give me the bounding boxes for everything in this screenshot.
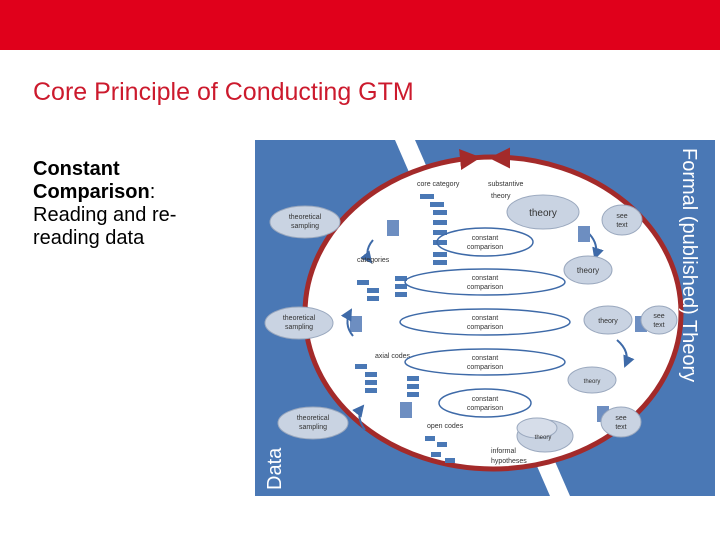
informal-hypotheses-label-1: informal [491,448,516,455]
body-description: Reading and re-reading data [33,204,176,249]
circle-arrow-left [455,158,475,160]
svg-text:sampling: sampling [291,223,319,230]
axial-codes-label: axial codes [375,353,411,360]
top-banner [0,0,720,50]
svg-text:comparison: comparison [467,324,503,331]
theory-cloud-1: theory [507,195,579,229]
svg-text:constant: constant [472,355,499,362]
body-text: Constant Comparison: Reading and re-read… [33,158,223,250]
svg-text:see: see [615,415,626,422]
slide-title: Core Principle of Conducting GTM [33,78,414,107]
substantive-theory-label-2: theory [491,193,511,200]
theoretical-sampling-cloud-3: theoretical sampling [278,407,348,439]
categories-label: categories [357,257,390,264]
gtm-diagram: Formal (published) Theory Data theoretic… [255,140,715,496]
svg-text:theoretical: theoretical [297,415,330,422]
substantive-theory-label-1: substantive [488,181,524,188]
svg-text:theory: theory [577,266,599,275]
svg-text:comparison: comparison [467,284,503,291]
svg-text:theory: theory [584,379,601,385]
formal-theory-label: Formal (published) Theory [678,148,700,382]
body-colon: : [150,181,156,203]
svg-text:comparison: comparison [467,405,503,412]
svg-text:sampling: sampling [299,424,327,431]
svg-text:comparison: comparison [467,364,503,371]
theory-cloud-3: theory [584,306,632,334]
see-text-cloud-3: see text [601,407,641,437]
svg-text:text: text [615,424,626,431]
svg-text:theory: theory [535,435,552,441]
svg-text:constant: constant [472,275,499,282]
theoretical-sampling-cloud-1: theoretical sampling [270,206,340,238]
theory-cloud-2: theory [564,256,612,284]
see-text-cloud-2: see text [641,306,677,334]
svg-text:constant: constant [472,235,499,242]
open-codes-label: open codes [427,423,464,430]
body-bold-term: Constant Comparison [33,158,150,203]
svg-text:theoretical: theoretical [283,315,316,322]
svg-text:constant: constant [472,396,499,403]
svg-text:text: text [653,322,664,329]
theory-cloud-4: theory [568,367,616,393]
svg-text:constant: constant [472,315,499,322]
svg-text:text: text [616,222,627,229]
svg-text:see: see [616,213,627,220]
svg-text:comparison: comparison [467,244,503,251]
svg-text:theoretical: theoretical [289,214,322,221]
informal-hypotheses-label-2: hypotheses [491,458,527,465]
svg-text:sampling: sampling [285,324,313,331]
core-category-label: core category [417,181,460,188]
data-label: Data [264,447,286,490]
svg-text:see: see [653,313,664,320]
svg-text:theory: theory [529,208,557,219]
see-text-cloud-1: see text [602,205,642,235]
svg-text:theory: theory [598,318,618,325]
theoretical-sampling-cloud-2: theoretical sampling [265,307,333,339]
